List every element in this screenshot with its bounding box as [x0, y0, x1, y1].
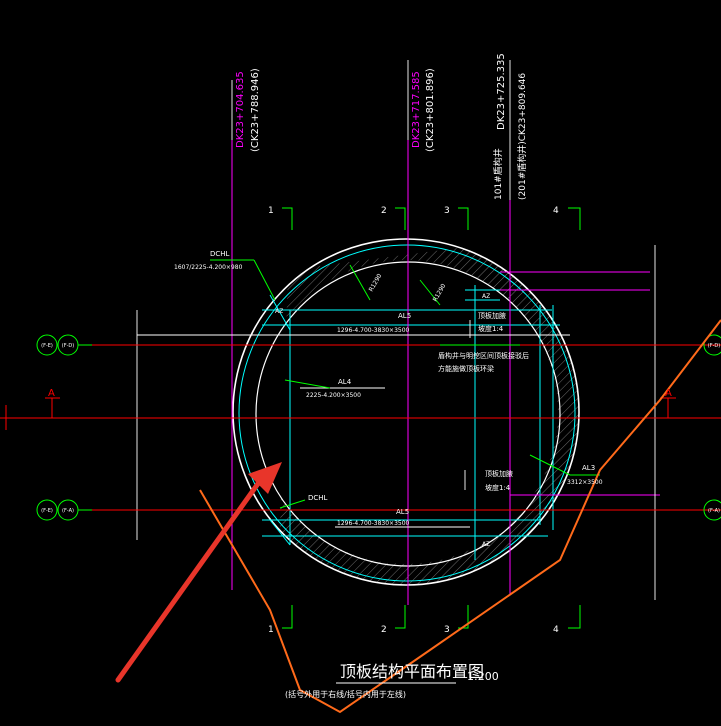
- grid-number-2-top: 2: [381, 206, 387, 216]
- shaft-outer-circle: [232, 238, 580, 586]
- axis-bubbles: [36, 334, 721, 521]
- section-boundary-line: [199, 319, 721, 714]
- bottom-reinf-line2: 坡度1:4: [485, 483, 511, 492]
- station-2-sub: (CK23+801.896): [425, 68, 436, 152]
- station-3-main: DK23+725.335: [496, 53, 507, 130]
- shaft-cyan-circle: [238, 244, 576, 582]
- bubble-right-bottom: (F-A): [708, 508, 720, 514]
- grid-number-4-top: 4: [553, 206, 559, 216]
- grid-number-3-bottom: 3: [444, 625, 450, 635]
- dchl-top-label: DCHL: [210, 250, 230, 258]
- al4-dim: 2225-4.200×3500: [306, 392, 361, 399]
- grid-number-1-top: 1: [268, 206, 274, 216]
- bubble-left-top-a: (F-E): [41, 343, 53, 349]
- bubble-right-top: (F-D): [708, 343, 720, 349]
- green-grid-markers: [210, 207, 600, 629]
- station-3-line1: 101#盾构井: [492, 148, 504, 200]
- top-reinf-line1: 顶板加腋: [478, 311, 506, 320]
- station-2-main: DK23+717.585: [411, 71, 422, 148]
- dchl-bottom-label: DCHL: [308, 494, 328, 502]
- bubble-left-top-b: (F-D): [62, 343, 74, 349]
- al3-dim: 3312×3500: [567, 479, 603, 486]
- grid-number-2-bottom: 2: [381, 625, 387, 635]
- grid-number-3-top: 3: [444, 206, 450, 216]
- bubble-left-bottom-a: (F-E): [41, 508, 53, 514]
- al5-top-dim: 1296-4.700-3830×3500: [337, 327, 410, 334]
- dimension-lines: [300, 320, 471, 528]
- dchl-top-dim: 1607/2225-4.200×980: [174, 264, 243, 271]
- section-mark-right: A: [665, 388, 672, 399]
- note-line2: 方能施做顶板环梁: [438, 364, 494, 373]
- station-3-line2: (201#盾构井)CK23+809.646: [516, 73, 528, 200]
- note-line1: 盾构井与明挖区间顶板接驳后: [438, 351, 529, 360]
- section-mark-left: A: [48, 388, 55, 399]
- al3-label: AL3: [582, 464, 595, 472]
- red-annotation-arrow: [115, 462, 282, 683]
- al5-bottom-dim: 1296-4.700-3830×3500: [337, 520, 410, 527]
- grid-number-4-bottom: 4: [553, 625, 559, 635]
- az-top-label: AZ: [482, 293, 490, 300]
- station-1-main: DK23+704.635: [235, 71, 246, 148]
- cyan-structure-lines: [262, 285, 560, 560]
- drawing-scale: 1:200: [467, 670, 499, 683]
- bottom-reinf-line1: 顶板加腋: [485, 469, 513, 478]
- al5-bottom-label: AL5: [396, 508, 409, 516]
- top-reinf-line2: 坡度1:4: [478, 324, 504, 333]
- station-1-sub: (CK23+788.946): [250, 68, 261, 152]
- bubble-left-bottom-b: (F-A): [62, 508, 74, 514]
- drawing-title: 顶板结构平面布置图: [340, 662, 484, 681]
- al4-label: AL4: [338, 378, 352, 386]
- az-bottom-label: AZ: [482, 541, 490, 548]
- drawing-subtitle: (括号外用于右线/括号内用于左线): [285, 689, 406, 699]
- al5-top-label: AL5: [398, 312, 411, 320]
- az-left-label: AZ: [275, 308, 283, 315]
- grid-number-1-bottom: 1: [268, 625, 274, 635]
